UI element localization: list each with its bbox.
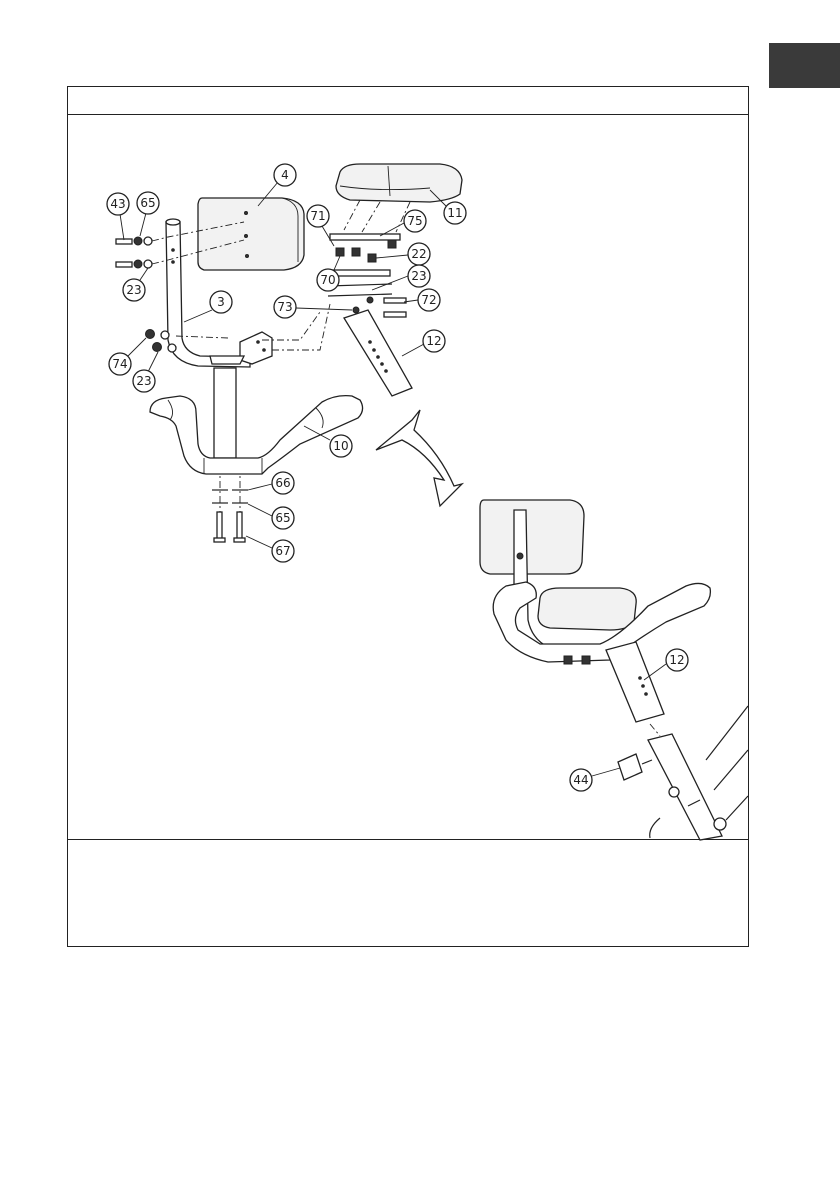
svg-text:70: 70 xyxy=(320,273,335,287)
svg-text:44: 44 xyxy=(573,773,588,787)
callout-65-upper: 65 xyxy=(137,192,159,236)
callout-12-exploded: 12 xyxy=(402,330,445,356)
svg-text:74: 74 xyxy=(112,357,127,371)
callout-65-lower: 65 xyxy=(248,504,294,529)
callout-75: 75 xyxy=(380,210,426,236)
svg-text:72: 72 xyxy=(421,293,436,307)
svg-text:73: 73 xyxy=(277,300,292,314)
callout-74: 74 xyxy=(109,338,146,375)
callout-66: 66 xyxy=(248,472,294,494)
callout-23-lower: 23 xyxy=(133,352,158,392)
callout-3: 3 xyxy=(184,291,232,322)
svg-text:66: 66 xyxy=(275,476,290,490)
svg-text:4: 4 xyxy=(281,168,289,182)
callout-73: 73 xyxy=(274,296,352,318)
svg-text:75: 75 xyxy=(407,214,422,228)
assembled-bike xyxy=(480,500,748,840)
svg-text:23: 23 xyxy=(411,269,426,283)
seat-cushion xyxy=(336,164,462,202)
callout-22: 22 xyxy=(376,243,430,265)
handlebar-bolts xyxy=(212,490,248,542)
svg-text:23: 23 xyxy=(126,283,141,297)
seat-slide-tube xyxy=(344,310,412,396)
svg-text:3: 3 xyxy=(217,295,225,309)
svg-text:65: 65 xyxy=(140,196,155,210)
svg-text:10: 10 xyxy=(333,439,348,453)
svg-text:12: 12 xyxy=(669,653,684,667)
svg-text:11: 11 xyxy=(447,206,462,220)
callout-44: 44 xyxy=(570,768,620,791)
svg-text:71: 71 xyxy=(310,209,325,223)
callout-43: 43 xyxy=(107,193,129,240)
backrest-pad xyxy=(198,198,304,270)
callout-70: 70 xyxy=(317,256,340,291)
callout-12-assembled: 12 xyxy=(644,649,688,680)
callout-67: 67 xyxy=(246,536,294,562)
callout-23-left: 23 xyxy=(123,268,148,301)
handlebar xyxy=(150,396,363,474)
svg-text:23: 23 xyxy=(136,374,151,388)
svg-text:67: 67 xyxy=(275,544,290,558)
assembly-arrow xyxy=(376,410,462,506)
svg-text:65: 65 xyxy=(275,511,290,525)
svg-text:43: 43 xyxy=(110,197,125,211)
callout-72: 72 xyxy=(404,289,440,311)
callout-71: 71 xyxy=(307,205,334,246)
svg-text:12: 12 xyxy=(426,334,441,348)
callout-23-right: 23 xyxy=(372,265,430,290)
svg-text:22: 22 xyxy=(411,247,426,261)
